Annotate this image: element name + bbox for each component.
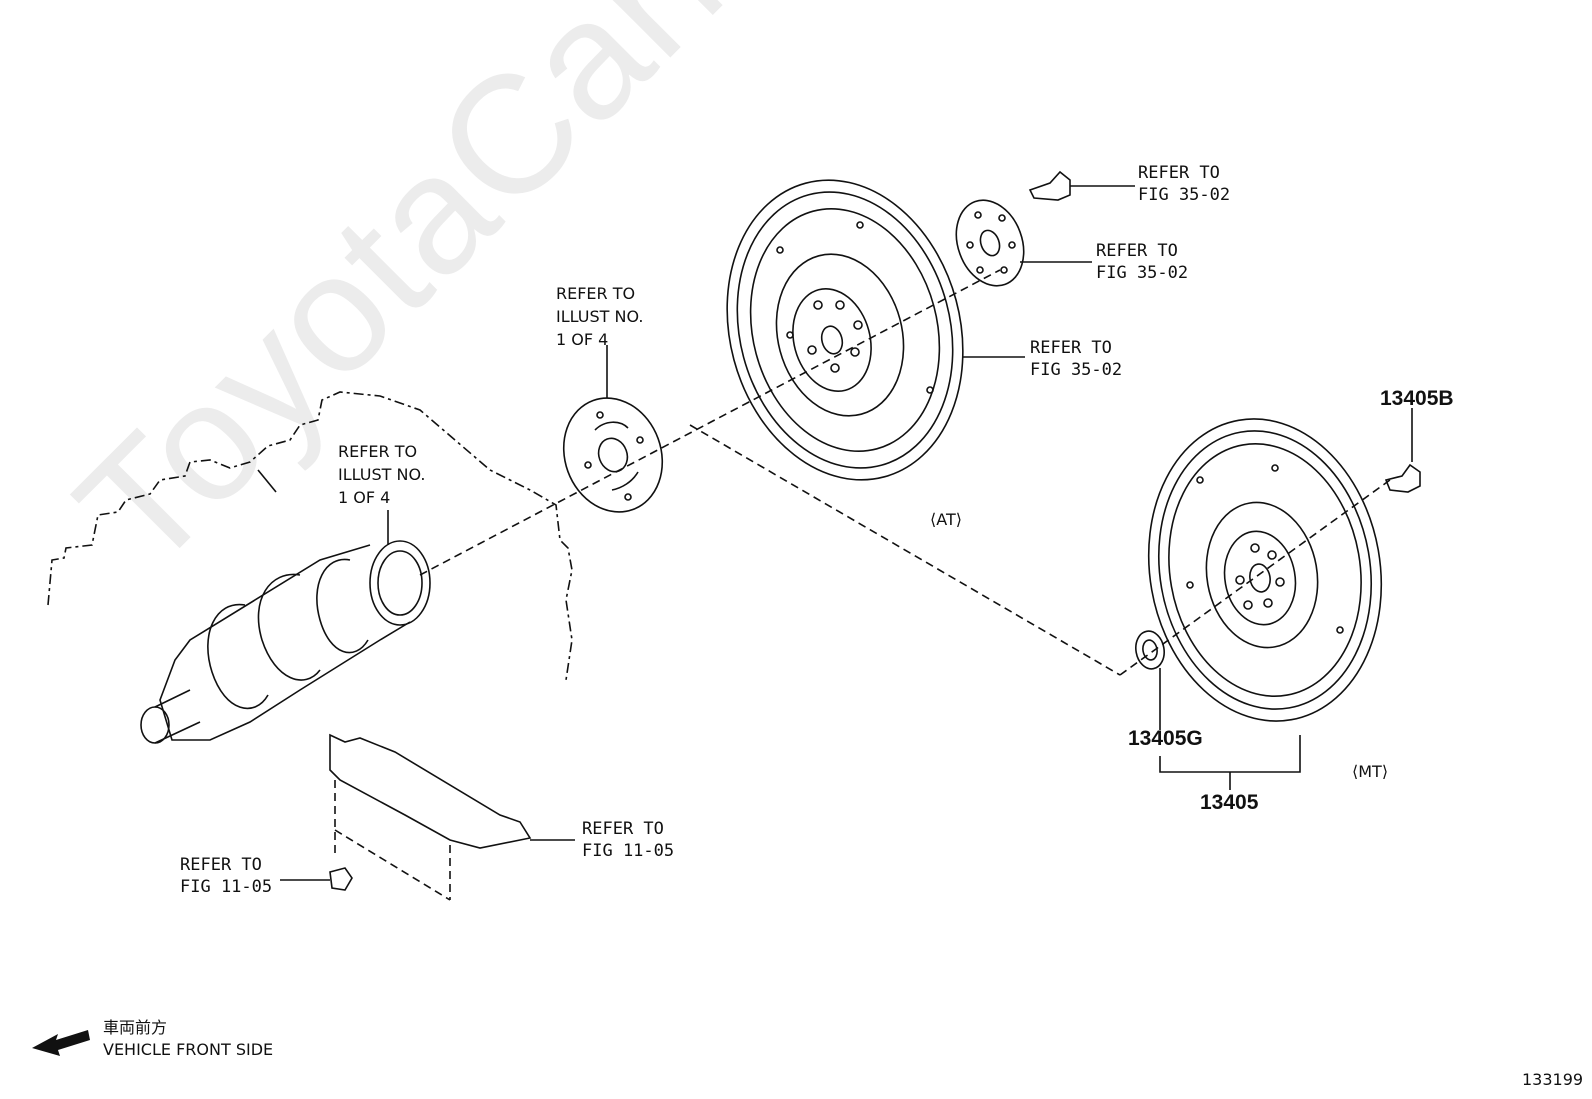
front-label-jp: 車両前方 <box>103 1018 168 1037</box>
reinforcement-plate-graphic <box>955 199 1025 287</box>
drive-plate-graphic <box>562 397 664 513</box>
centerline-crank <box>419 269 1001 576</box>
crankshaft-graphic <box>140 540 431 744</box>
flywheel-at-graphic <box>726 179 964 481</box>
part-number-13405B: 13405B <box>1380 387 1454 410</box>
at-tag: ⟨AT⟩ <box>930 510 962 529</box>
bolt-mt-graphic <box>1384 463 1421 493</box>
lower-cover-graphic <box>329 733 532 901</box>
engine-block-outline <box>47 391 573 681</box>
label-refer-fig-plate: REFER TO FIG 35-02 <box>1096 241 1189 283</box>
part-number-13405: 13405 <box>1200 791 1259 814</box>
figure-number: 133199 <box>1522 1070 1584 1089</box>
part-number-13405G: 13405G <box>1128 727 1203 750</box>
label-refer-illust-drive-plate: REFER TO ILLUST NO. 1 OF 4 <box>556 284 644 349</box>
mt-tag: ⟨MT⟩ <box>1352 762 1389 781</box>
label-refer-illust-crankshaft: REFER TO ILLUST NO. 1 OF 4 <box>338 442 426 507</box>
flywheel-mt-graphic <box>1147 418 1383 722</box>
label-refer-fig-bolt: REFER TO FIG 35-02 <box>1138 163 1231 205</box>
clip-graphic <box>329 867 353 891</box>
label-refer-fig-flywheel: REFER TO FIG 35-02 <box>1030 338 1123 380</box>
bolt-at-graphic <box>1028 170 1071 201</box>
label-refer-fig-clip: REFER TO FIG 11-05 <box>180 855 273 897</box>
front-label-en: VEHICLE FRONT SIDE <box>103 1040 274 1059</box>
label-refer-fig-cover: REFER TO FIG 11-05 <box>582 819 675 861</box>
engine-block-inner <box>257 469 277 493</box>
pilot-bearing-graphic <box>1135 630 1165 670</box>
centerline-at-to-mt <box>689 424 1121 676</box>
front-arrow-icon <box>32 1030 90 1056</box>
